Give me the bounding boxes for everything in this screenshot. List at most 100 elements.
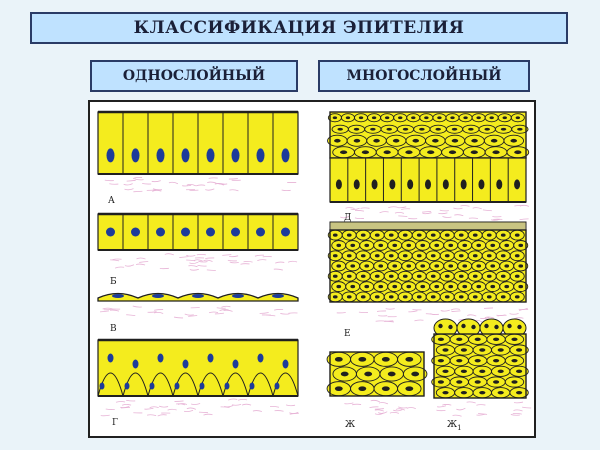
nucleus xyxy=(434,243,440,248)
nucleus xyxy=(383,150,391,155)
tissue-fiber xyxy=(452,414,462,417)
tissue-fiber xyxy=(100,414,110,417)
nucleus xyxy=(374,274,380,278)
tissue-fiber xyxy=(345,207,355,209)
nucleus xyxy=(507,323,512,329)
nucleus xyxy=(131,148,140,163)
nucleus xyxy=(402,274,408,278)
tissue-fiber xyxy=(274,410,284,412)
tissue-fiber xyxy=(442,216,452,218)
tissue-fiber xyxy=(133,190,143,193)
tissue-fiber xyxy=(219,309,229,311)
nucleus xyxy=(461,323,466,329)
tissue-fiber xyxy=(259,312,269,314)
tissue-fiber xyxy=(228,178,238,180)
tissue-fiber xyxy=(132,176,143,179)
nucleus xyxy=(437,116,442,120)
tissue-fiber xyxy=(149,406,159,408)
nucleus xyxy=(500,295,506,299)
tissue-fiber xyxy=(189,261,199,264)
nucleus xyxy=(132,359,139,369)
tissue-fiber xyxy=(228,398,238,401)
nucleus xyxy=(448,324,453,330)
nucleus xyxy=(434,284,440,289)
nucleus xyxy=(448,264,454,268)
nucleus xyxy=(430,254,436,258)
tissue-fiber xyxy=(522,406,532,409)
tissue-fiber xyxy=(154,309,164,311)
nucleus xyxy=(497,390,504,395)
tissue-fiber xyxy=(120,406,130,409)
nucleus xyxy=(486,295,492,299)
nucleus xyxy=(518,264,524,268)
nucleus xyxy=(360,295,366,299)
tissue-fiber xyxy=(510,414,520,416)
nucleus xyxy=(392,138,400,143)
tissue-fiber xyxy=(241,403,252,406)
tissue-fiber xyxy=(280,313,290,315)
cell-layer xyxy=(97,339,299,397)
tissue-fiber xyxy=(223,309,233,312)
label-zh1: Ж1 xyxy=(447,420,462,432)
tissue-fiber xyxy=(266,314,276,317)
label-v: В xyxy=(110,324,117,334)
tissue-fiber xyxy=(158,405,169,408)
tissue-fiber xyxy=(105,408,115,410)
layer-outline xyxy=(433,333,527,399)
nucleus xyxy=(497,369,504,374)
nucleus xyxy=(192,294,204,298)
nucleus xyxy=(358,356,367,362)
nucleus xyxy=(256,148,265,163)
nucleus xyxy=(516,348,523,352)
nucleus xyxy=(490,264,496,268)
epithelium-illustration: А Б В Г Д Е Ж Ж1 xyxy=(97,110,532,432)
nucleus xyxy=(402,127,409,131)
tissue-fiber xyxy=(109,309,120,312)
nucleus xyxy=(424,116,429,120)
tissue-fiber xyxy=(478,413,488,415)
nucleus xyxy=(517,127,523,131)
nucleus xyxy=(516,390,523,395)
tissue-fiber xyxy=(186,254,196,257)
nucleus xyxy=(156,148,165,163)
nucleus xyxy=(346,254,352,258)
tissue-fiber xyxy=(208,311,219,314)
connective-tissue xyxy=(336,307,529,323)
tissue-fiber xyxy=(436,409,446,412)
tissue-fiber xyxy=(203,413,213,416)
tissue-fiber xyxy=(273,268,283,271)
tissue-fiber xyxy=(354,209,365,212)
nucleus xyxy=(472,254,478,258)
tissue-fiber xyxy=(164,253,174,256)
nucleus xyxy=(381,386,390,392)
nucleus xyxy=(451,138,459,143)
nucleus xyxy=(281,227,290,237)
nucleus xyxy=(493,358,500,363)
nucleus xyxy=(345,116,351,120)
tissue-fiber xyxy=(229,255,239,258)
tissue-fiber xyxy=(114,266,125,269)
tissue-fiber xyxy=(397,206,407,209)
label-zh1-sub: 1 xyxy=(457,424,461,432)
tissue-fiber xyxy=(513,409,523,412)
nucleus xyxy=(340,371,349,377)
nucleus xyxy=(493,337,500,342)
tissue-fiber xyxy=(220,406,230,409)
nucleus xyxy=(442,369,449,374)
label-b: Б xyxy=(110,277,117,287)
tissue-fiber xyxy=(480,317,490,319)
nucleus xyxy=(474,337,481,342)
tissue-fiber xyxy=(472,207,482,210)
nucleus xyxy=(450,116,455,120)
tissue-fiber xyxy=(227,259,237,262)
tissue-fiber xyxy=(188,265,198,268)
nucleus xyxy=(350,284,356,289)
nucleus xyxy=(364,371,373,377)
nucleus xyxy=(386,127,392,131)
nucleus xyxy=(514,295,520,299)
nucleus xyxy=(106,227,115,237)
nucleus xyxy=(232,294,244,298)
nucleus xyxy=(456,380,463,384)
tissue-fiber xyxy=(147,311,157,313)
nucleus xyxy=(484,127,490,131)
